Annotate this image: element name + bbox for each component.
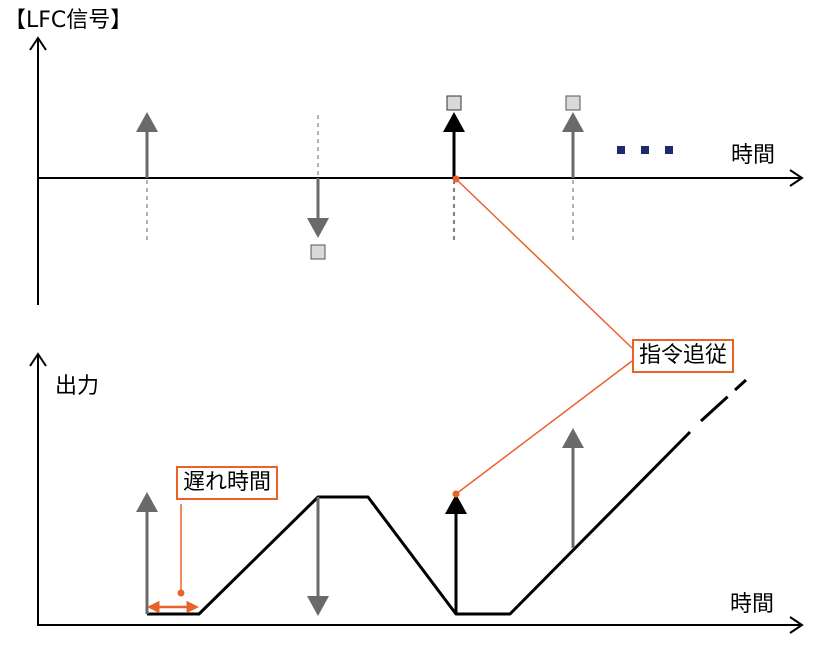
- bottom-y-axis-arrowhead: [29, 352, 47, 367]
- command-follow-connectors: [455, 178, 633, 495]
- signal-marker: [310, 244, 326, 260]
- output-trace: [147, 430, 692, 616]
- output-up-2: [562, 428, 584, 548]
- top-y-axis-arrowhead: [29, 36, 47, 51]
- signal-up-1: [136, 112, 158, 242]
- output-down-1: [307, 497, 329, 616]
- signal-marker: [446, 95, 462, 111]
- top-chart: [29, 36, 804, 305]
- signal-marker: [565, 95, 581, 111]
- command-follow-callout: 指令追従: [632, 339, 735, 373]
- signal-down-1: [307, 115, 329, 260]
- ellipsis-dots: [617, 146, 673, 154]
- delay-indicator: [147, 504, 199, 614]
- bottom-chart: [29, 352, 804, 634]
- output-trace-continuation: [699, 378, 748, 423]
- output-up-active: [445, 494, 467, 614]
- signal-up-2: [562, 95, 584, 242]
- top-chart-title: 【LFC信号】: [4, 8, 133, 33]
- signal-up-active: [443, 95, 465, 242]
- bottom-y-axis-label: 出力: [55, 374, 100, 399]
- bottom-x-axis-arrowhead: [789, 616, 804, 634]
- top-x-axis-label: 時間: [731, 143, 776, 168]
- output-up-1: [136, 492, 158, 614]
- top-x-axis-arrowhead: [789, 169, 804, 187]
- delay-time-callout: 遅れ時間: [176, 466, 279, 500]
- bottom-x-axis-label: 時間: [730, 592, 775, 617]
